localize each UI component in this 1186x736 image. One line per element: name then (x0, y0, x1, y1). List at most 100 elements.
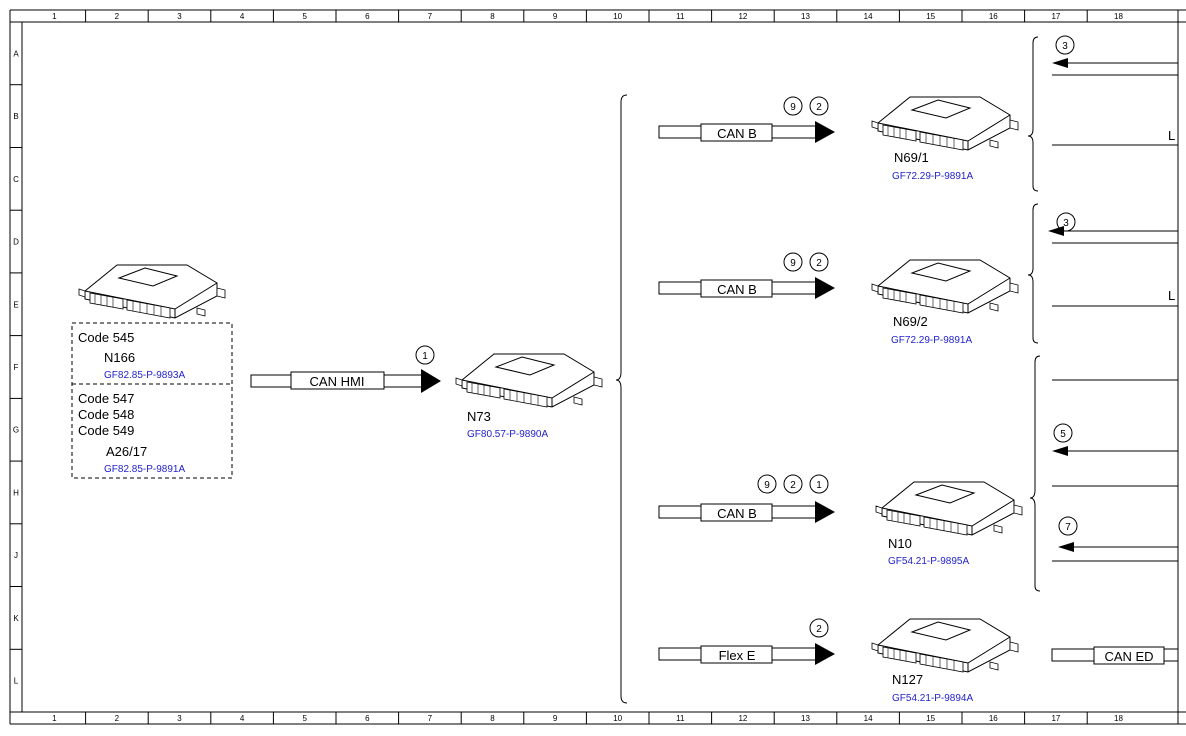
n69-2-label: N69/2 (893, 314, 928, 329)
grid-column-number: 6 (365, 714, 370, 723)
n73-code[interactable]: GF80.57-P-9890A (467, 429, 548, 440)
grid-column-number: 13 (801, 12, 810, 21)
option-code-545: Code 545 (78, 330, 134, 345)
n10-label: N10 (888, 536, 912, 551)
right-edge-group: 3 L 3 L 5 7 CAN ED (1027, 35, 1179, 665)
grid-column-number: 3 (177, 12, 182, 21)
option-code-549: Code 549 (78, 423, 134, 438)
grid-column-number: 12 (738, 12, 747, 21)
bus-can-ed-label: CAN ED (1104, 649, 1153, 664)
grid-column-number: 8 (490, 714, 495, 723)
ref-circle: 3 (1063, 218, 1069, 229)
bus-can-hmi: CAN HMI 1 (250, 345, 441, 393)
grid-column-number: 14 (864, 12, 873, 21)
grid-row-letter: A (13, 49, 19, 58)
grid-row-letter: D (13, 238, 19, 247)
frame (9, 9, 1186, 725)
edge-label-l: L (1168, 128, 1175, 143)
a26-17-code[interactable]: GF82.85-P-9891A (104, 464, 185, 475)
grid-row-letter: F (14, 363, 19, 372)
ref-circle: 9 (790, 102, 796, 113)
grid-column-number: 15 (926, 12, 935, 21)
grid-column-number: 9 (553, 12, 558, 21)
grid-column-number: 7 (428, 12, 433, 21)
grid-row-letter: E (13, 300, 18, 309)
grid-column-number: 16 (989, 714, 998, 723)
n166-label: N166 (104, 350, 135, 365)
n69-1-ecu-icon (871, 96, 1019, 151)
n69-1-label: N69/1 (894, 150, 929, 165)
bus-can-b-3: CAN B 9 2 1 (658, 474, 836, 524)
option-code-548: Code 548 (78, 407, 134, 422)
bus-can-b-2-label: CAN B (717, 282, 757, 297)
grid-column-number: 18 (1114, 12, 1123, 21)
grid-row-letter: J (14, 551, 18, 560)
grid-column-number: 5 (302, 714, 307, 723)
grid-column-number: 4 (240, 714, 245, 723)
grid-row-letter: H (13, 489, 19, 498)
grid-column-number: 18 (1114, 714, 1123, 723)
grid-column-markers: 1122334455667788991010111112121313141415… (52, 10, 1123, 724)
ref-circle: 7 (1065, 522, 1071, 533)
bus-flex-e-label: Flex E (719, 648, 756, 663)
bus-can-hmi-label: CAN HMI (310, 374, 365, 389)
grid-column-number: 6 (365, 12, 370, 21)
n10-code[interactable]: GF54.21-P-9895A (888, 556, 969, 567)
n69-2-code[interactable]: GF72.29-P-9891A (891, 335, 972, 346)
grid-column-number: 13 (801, 714, 810, 723)
grid-column-number: 10 (613, 12, 622, 21)
grid-column-number: 2 (115, 12, 120, 21)
ref-circle: 2 (816, 102, 822, 113)
ref-circle: 2 (816, 258, 822, 269)
ref-circle: 1 (816, 480, 822, 491)
grid-column-number: 11 (676, 714, 685, 723)
bus-can-b-3-label: CAN B (717, 506, 757, 521)
n166-ecu-icon (78, 264, 226, 319)
bus-can-b-1-label: CAN B (717, 126, 757, 141)
ref-circle: 3 (1062, 41, 1068, 52)
grid-column-number: 17 (1051, 12, 1060, 21)
n127-label: N127 (892, 672, 923, 687)
ref-circle: 2 (816, 624, 822, 635)
grid-column-number: 3 (177, 714, 182, 723)
n69-2-ecu-icon (871, 259, 1019, 314)
bus-can-b-1: CAN B 9 2 (658, 96, 836, 144)
n69-1-code[interactable]: GF72.29-P-9891A (892, 171, 973, 182)
n10-ecu-icon (875, 481, 1023, 536)
grid-row-letter: C (13, 175, 19, 184)
bus-can-b-2: CAN B 9 2 (658, 252, 836, 300)
n73-label: N73 (467, 409, 491, 424)
option-code-547: Code 547 (78, 391, 134, 406)
grid-row-letter: L (14, 677, 19, 686)
grid-column-number: 15 (926, 714, 935, 723)
grid-column-number: 10 (613, 714, 622, 723)
grid-column-number: 1 (52, 12, 57, 21)
ref-circle: 9 (790, 258, 796, 269)
grid-row-letter: B (13, 112, 18, 121)
grid-column-number: 11 (676, 12, 685, 21)
grid-column-number: 5 (302, 12, 307, 21)
grid-column-number: 4 (240, 12, 245, 21)
bus-flex-e: Flex E 2 (658, 618, 836, 666)
grid-column-number: 12 (738, 714, 747, 723)
ref-circle: 9 (764, 480, 770, 491)
grid-column-number: 7 (428, 714, 433, 723)
ref-circle: 5 (1060, 429, 1066, 440)
n73-ecu-icon (455, 353, 603, 408)
a26-17-label: A26/17 (106, 444, 147, 459)
option-box: Code 545 N166 GF82.85-P-9893A Code 547 C… (71, 322, 233, 479)
grid-row-letter: K (13, 614, 19, 623)
grid-column-number: 1 (52, 714, 57, 723)
n166-code[interactable]: GF82.85-P-9893A (104, 370, 185, 381)
n127-code[interactable]: GF54.21-P-9894A (892, 693, 973, 704)
edge-label-l: L (1168, 288, 1175, 303)
bracket (615, 94, 628, 704)
grid-column-number: 8 (490, 12, 495, 21)
grid-column-number: 16 (989, 12, 998, 21)
grid-row-markers: A B C D E F G H J K L (10, 49, 22, 686)
ref-circle: 2 (790, 480, 796, 491)
grid-row-letter: G (13, 426, 19, 435)
grid-column-number: 14 (864, 714, 873, 723)
n127-ecu-icon (871, 618, 1019, 673)
